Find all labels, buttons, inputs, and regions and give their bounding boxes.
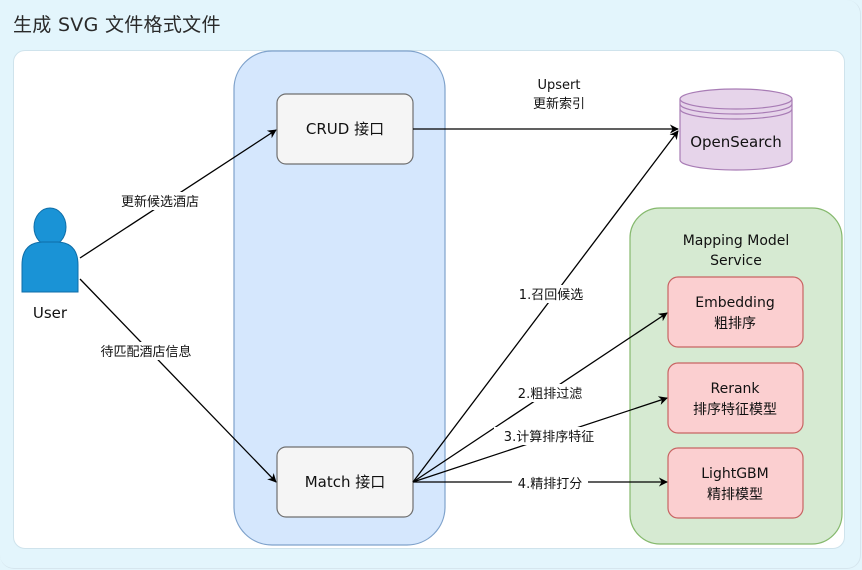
edge-label-crud-to-db: Upsert 更新索引 [533, 78, 585, 112]
model-rerank-desc: 排序特征模型 [693, 402, 777, 418]
model-rerank-name: Rerank [710, 381, 760, 397]
model-embedding-desc: 粗排序 [714, 316, 756, 332]
edge-match-to-db [412, 130, 679, 483]
edge-label-match-to-embedding: 2.粗排过滤 [512, 384, 588, 402]
match-api-label: Match 接口 [305, 473, 386, 491]
edge-label-match-to-db: 1.召回候选 [512, 285, 590, 303]
svg-text:4.精排打分: 4.精排打分 [518, 477, 582, 492]
user-actor-label: User [33, 304, 68, 322]
model-lightgbm-desc: 精排模型 [707, 487, 763, 503]
edge-label-user-to-match: 待匹配酒店信息 [90, 342, 202, 360]
model-embedding[interactable]: Embedding 粗排序 [667, 276, 804, 348]
svg-text:更新候选酒店: 更新候选酒店 [121, 194, 199, 210]
model-service-title-line1: Mapping Model [683, 233, 790, 249]
svg-text:3.计算排序特征: 3.计算排序特征 [504, 430, 594, 445]
page-title: 生成 SVG 文件格式文件 [13, 14, 221, 36]
model-lightgbm[interactable]: LightGBM 精排模型 [667, 447, 804, 519]
model-lightgbm-name: LightGBM [701, 466, 768, 482]
model-rerank[interactable]: Rerank 排序特征模型 [667, 362, 804, 434]
svg-text:Upsert: Upsert [538, 78, 581, 93]
user-actor-icon[interactable] [21, 207, 79, 293]
crud-api-node[interactable]: CRUD 接口 [276, 93, 414, 165]
edge-label-user-to-crud: 更新候选酒店 [112, 192, 208, 210]
svg-text:待匹配酒店信息: 待匹配酒店信息 [100, 344, 191, 360]
svg-text:2.粗排过滤: 2.粗排过滤 [518, 387, 582, 402]
edge-label-match-to-rerank: 3.计算排序特征 [494, 427, 604, 445]
opensearch-database[interactable]: OpenSearch [679, 88, 793, 171]
match-api-node[interactable]: Match 接口 [276, 446, 414, 518]
svg-text:更新索引: 更新索引 [533, 96, 585, 112]
svg-text:1.召回候选: 1.召回候选 [519, 288, 583, 303]
opensearch-label: OpenSearch [690, 133, 782, 151]
edge-label-match-to-lightgbm: 4.精排打分 [512, 474, 588, 492]
crud-api-label: CRUD 接口 [306, 120, 384, 138]
api-group-container [233, 50, 446, 546]
model-embedding-name: Embedding [695, 295, 774, 311]
edge-user-to-match [79, 278, 277, 483]
model-service-title-line2: Service [710, 253, 762, 269]
